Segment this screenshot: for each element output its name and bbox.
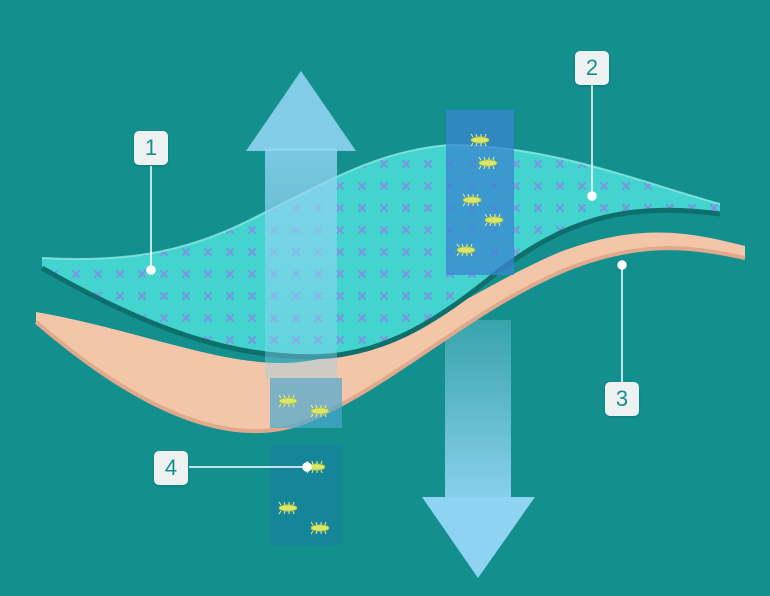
callout-4: 4 [154,451,188,485]
callout-3: 3 [605,382,639,416]
skin-layer [34,232,746,434]
bacteria-column-top [446,110,514,275]
callout-2: 2 [575,51,609,85]
down-arrow-icon [422,320,535,578]
callout-leaders [146,85,627,472]
bacteria-column-lower [270,445,342,545]
up-arrow-icon [246,71,356,378]
top-layer [40,143,721,360]
callout-1: 1 [134,131,168,165]
